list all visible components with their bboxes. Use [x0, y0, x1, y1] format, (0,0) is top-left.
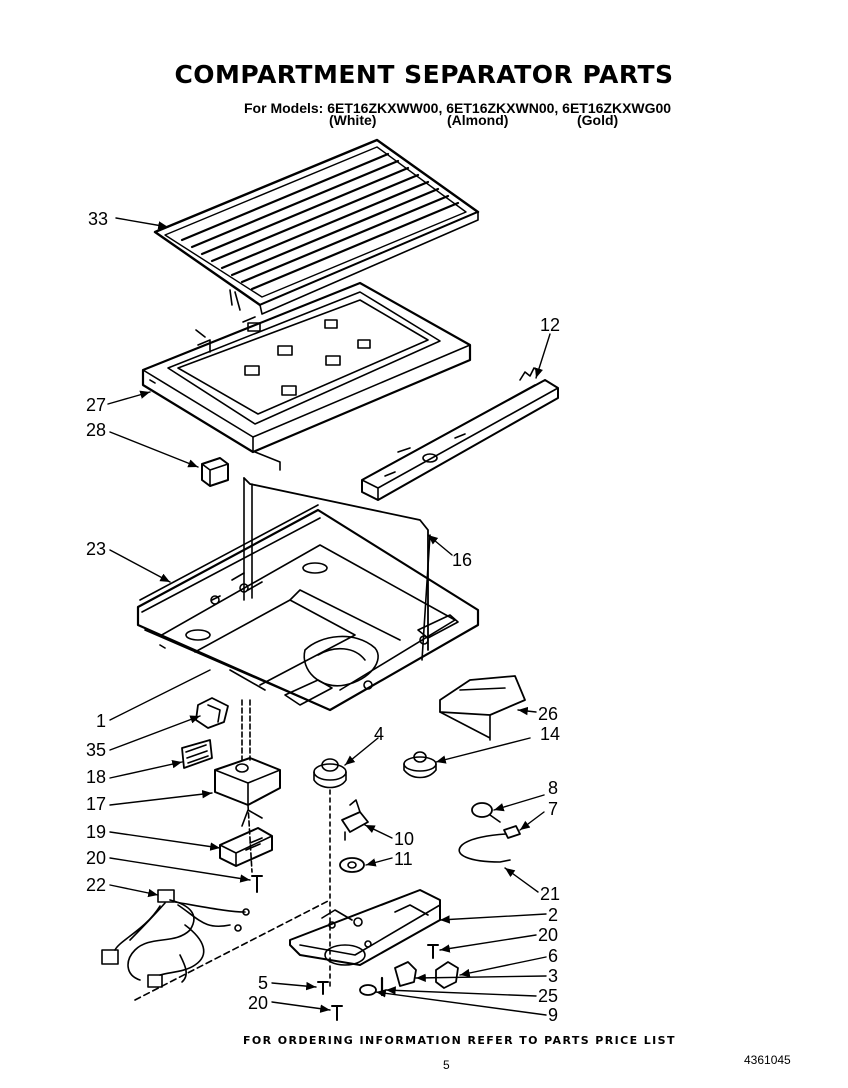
callout-16: 16: [452, 550, 473, 570]
color-gold: (Gold): [577, 112, 619, 128]
washer-part-9: [359, 984, 377, 996]
separator-tray-part-23: [136, 504, 480, 712]
switch-part-3: [394, 961, 417, 987]
color-white: (White): [329, 112, 377, 128]
screw-part-20-bottom: [331, 1005, 343, 1021]
callout-18: 18: [86, 767, 107, 787]
block-part-28: [201, 457, 229, 487]
callout-27: 27: [86, 395, 107, 415]
callout-1: 1: [96, 711, 107, 731]
callout-17: 17: [86, 794, 107, 814]
callout-8: 8: [548, 778, 559, 798]
page-title: COMPARTMENT SEPARATOR PARTS: [174, 60, 674, 89]
callout-21: 21: [540, 884, 561, 904]
control-knob-part-35: [195, 697, 229, 729]
dial-part-18: [181, 739, 213, 769]
washer-part-11: [339, 857, 365, 873]
callout-33: 33: [88, 209, 109, 229]
grommet-part-14: [403, 751, 437, 779]
callout-20-bottom: 20: [248, 993, 269, 1013]
callout-4: 4: [374, 724, 385, 744]
thermostat-part-10: [341, 799, 369, 841]
callout-9: 9: [548, 1005, 559, 1025]
frame-part-27: [141, 281, 472, 471]
callout-2: 2: [548, 905, 559, 925]
color-almond: (Almond): [447, 112, 509, 128]
callout-11: 11: [394, 849, 413, 869]
callout-12: 12: [540, 315, 561, 335]
callout-20-right: 20: [538, 925, 559, 945]
assembly-line: [247, 804, 253, 873]
leader-lines: [107, 217, 551, 1016]
base-housing-part-2: [289, 889, 441, 966]
callout-28: 28: [86, 420, 107, 440]
callout-10: 10: [394, 829, 415, 849]
wire-part-21: [458, 833, 511, 863]
bracket-part-19: [219, 809, 273, 867]
callout-22: 22: [86, 875, 107, 895]
socket-part-7: [503, 825, 521, 839]
ordering-footer: FOR ORDERING INFORMATION REFER TO PARTS …: [243, 1034, 676, 1047]
callout-3: 3: [548, 966, 559, 986]
callout-14: 14: [540, 724, 561, 744]
page-number: 5: [443, 1058, 450, 1072]
callout-5: 5: [258, 973, 269, 993]
nut-part-6: [435, 961, 459, 989]
models-line: For Models: 6ET16ZKXWW00, 6ET16ZKXWN00, …: [244, 100, 672, 116]
callout-19: 19: [86, 822, 107, 842]
wiring-harness-part-22: [101, 889, 250, 988]
rail-part-12: [361, 367, 559, 501]
document-number: 4361045: [744, 1053, 791, 1067]
wire-part-16: [243, 477, 431, 661]
lamp-part-8: [471, 802, 501, 823]
foam-part-26: [439, 675, 526, 741]
screw-part-5: [317, 981, 329, 995]
shelf-grille-part-33: [153, 138, 480, 315]
callout-23: 23: [86, 539, 107, 559]
bushing-part-4: [313, 758, 347, 991]
assembly-line: [134, 899, 331, 1001]
callout-7: 7: [548, 799, 559, 819]
callout-20-left: 20: [86, 848, 107, 868]
callout-25: 25: [538, 986, 559, 1006]
screw-part-20-left: [251, 875, 263, 893]
callout-6: 6: [548, 946, 559, 966]
screw-part-20-right: [427, 944, 439, 959]
callout-35: 35: [86, 740, 107, 760]
housing-part-17: [214, 699, 281, 806]
callout-26: 26: [538, 704, 559, 724]
